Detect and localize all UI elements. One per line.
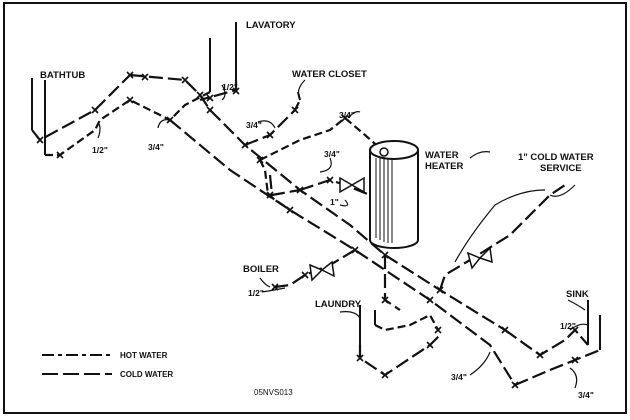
sink-branch — [504, 328, 589, 357]
bathtub-branch — [31, 74, 131, 142]
label-boiler: BOILER — [243, 264, 279, 275]
legend: HOT WATER COLD WATER — [42, 351, 173, 379]
frame-border — [3, 2, 627, 414]
heater-hot-dn — [259, 159, 291, 211]
label-water-closet: WATER CLOSET — [292, 69, 367, 80]
label-lavatory: LAVATORY — [246, 20, 296, 31]
size-boiler-half: 1/2" — [248, 288, 264, 298]
label-sink: SINK — [566, 289, 589, 300]
sink-branch-2 — [514, 348, 601, 387]
label-bathtub: BATHTUB — [40, 70, 85, 81]
cold-main-trunk — [129, 73, 506, 331]
legend-cold-label: COLD WATER — [120, 370, 173, 379]
label-cold-service-line1: 1" COLD WATER — [518, 152, 594, 163]
water-closet-branch — [244, 99, 301, 147]
lavatory-branch-hot — [169, 91, 211, 121]
laundry-branch-hot — [374, 313, 439, 332]
laundry-branch — [358, 334, 441, 377]
size-heater-top: 3/4" — [339, 110, 355, 120]
size-bathtub-half: 1/2" — [92, 145, 108, 155]
size-heater-cold: 3/4" — [324, 149, 340, 159]
label-water-heater-line2: HEATER — [425, 161, 463, 172]
gate-valve-heater — [339, 176, 365, 194]
heater-hot-out — [259, 116, 383, 161]
heater-cold-in — [268, 174, 301, 197]
gate-valve-boiler — [309, 260, 335, 282]
heater-cold-valve-run — [299, 178, 371, 197]
size-water-closet: 3/4" — [246, 120, 262, 130]
bathtub-branch-hot — [45, 98, 171, 157]
size-one-inch: 1" — [330, 197, 339, 207]
label-water-heater-line1: WATER — [425, 150, 459, 161]
label-leaders — [97, 79, 589, 389]
size-bathtub-threequarter: 3/4" — [148, 142, 164, 152]
label-cold-service-line2: SERVICE — [540, 163, 582, 174]
size-laundry-threequarter: 3/4" — [451, 372, 467, 382]
gate-valve-service — [466, 246, 493, 270]
legend-hot-label: HOT WATER — [120, 351, 168, 360]
size-lavatory-half: 1/2" — [222, 82, 238, 92]
size-sink-threequarter: 3/4" — [578, 390, 594, 400]
pipe-fittings — [36, 71, 579, 389]
figure-id: 05NVS013 — [254, 388, 293, 397]
boiler-branch — [274, 249, 356, 289]
water-heater-tank — [369, 140, 419, 249]
cold-main-trunk-lower — [169, 119, 516, 386]
size-sink-half: 1/2" — [560, 321, 576, 331]
label-laundry: LAUNDRY — [315, 299, 362, 310]
